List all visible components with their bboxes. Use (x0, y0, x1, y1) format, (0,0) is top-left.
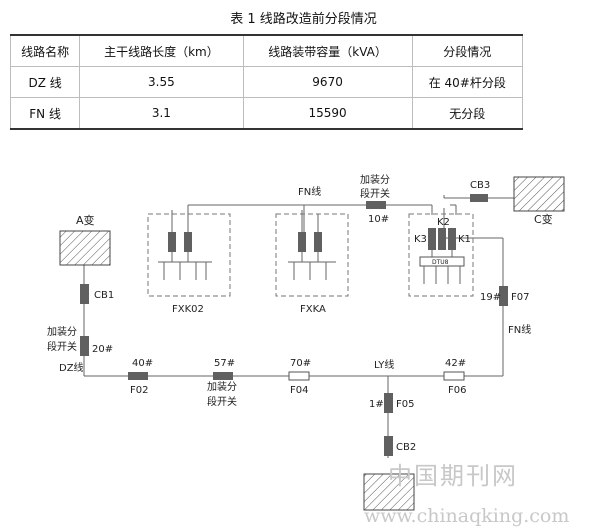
cb1-switch-icon (80, 284, 89, 304)
header-line-name: 线路名称 (9, 34, 81, 67)
p20-label: 20# (92, 344, 113, 355)
header-trunk-length: 主干线路长度（km） (79, 34, 244, 67)
f04-label: F04 (290, 385, 308, 396)
fn-line-right-label: FN线 (508, 323, 531, 336)
cb1-label: CB1 (94, 290, 114, 301)
dtu8-box (408, 213, 474, 297)
fxka-label: FXKA (300, 304, 326, 315)
c-substation-label: C变 (534, 212, 553, 226)
k3-label: K3 (414, 234, 427, 245)
f02-label: F02 (130, 385, 148, 396)
f06-label: F06 (448, 385, 466, 396)
p70-label: 70# (290, 358, 311, 369)
cell-capacity: 9670 (242, 66, 413, 98)
cell-segmentation: 无分段 (411, 97, 524, 130)
p20-switch-icon (80, 336, 89, 356)
table-header-row: 线路名称 主干线路长度（km） 线路装带容量（kVA） 分段情况 (9, 34, 524, 67)
watermark-cn: 中国期刊网 (388, 462, 518, 490)
cb3-label: CB3 (470, 180, 490, 191)
header-capacity: 线路装带容量（kVA） (242, 34, 413, 67)
table-row: DZ 线 3.55 9670 在 40#杆分段 (9, 66, 524, 98)
p57-label: 57# (214, 358, 235, 369)
sec-switch-mid-line2: 段开关 (207, 395, 237, 408)
cell-line-name: DZ 线 (9, 66, 81, 98)
c-substation-icon (513, 176, 565, 212)
a-substation-label: A变 (76, 213, 95, 227)
bottom-substation-icon (363, 473, 415, 511)
sec-switch-left-line1: 加装分 (47, 325, 77, 338)
f06-open-switch-icon (443, 371, 465, 381)
sec-switch-left-line2: 段开关 (47, 340, 77, 353)
p42-label: 42# (445, 358, 466, 369)
p10-switch-icon (366, 201, 386, 209)
sec-switch-mid-line1: 加装分 (207, 380, 237, 393)
a-substation-icon (59, 230, 111, 266)
cell-line-name: FN 线 (9, 97, 81, 130)
cb3-switch-icon (470, 194, 488, 202)
fxk02-box (147, 210, 231, 297)
dz-line-label: DZ线 (59, 361, 84, 374)
cell-trunk-length: 3.55 (79, 66, 244, 98)
f04-open-switch-icon (288, 371, 310, 381)
sec-switch-top-line2: 段开关 (360, 187, 390, 200)
header-segmentation: 分段情况 (411, 34, 524, 67)
sec-switch-top-line1: 加装分 (360, 173, 390, 186)
cb2-switch-icon (384, 436, 393, 456)
p40-label: 40# (132, 358, 153, 369)
p57-switch-icon (213, 372, 233, 380)
cb2-label: CB2 (396, 442, 416, 453)
k2-label: K2 (437, 217, 450, 228)
f07-switch-icon (499, 286, 508, 306)
f02-switch-icon (128, 372, 148, 380)
watermark-url: www.chinaqking.com (364, 505, 570, 527)
dtu8-label: DTU8 (432, 259, 449, 266)
table-row: FN 线 3.1 15590 无分段 (9, 97, 524, 130)
fxk02-label: FXK02 (172, 304, 204, 315)
cell-capacity: 15590 (242, 97, 413, 130)
f05-switch-icon (384, 393, 393, 413)
cell-trunk-length: 3.1 (79, 97, 244, 130)
p19-label: 19# (480, 292, 501, 303)
p1-label: 1# (369, 399, 384, 410)
f05-label: F05 (396, 399, 414, 410)
table-caption: 表 1 线路改造前分段情况 (230, 12, 377, 27)
f07-label: F07 (511, 292, 529, 303)
p10-label: 10# (368, 214, 389, 225)
cell-segmentation: 在 40#杆分段 (411, 66, 524, 98)
fn-line-top-label: FN线 (298, 185, 321, 198)
ly-line-label: LY线 (374, 358, 394, 371)
segment-table: 线路名称 主干线路长度（km） 线路装带容量（kVA） 分段情况 DZ 线 3.… (9, 34, 524, 130)
fxka-box (275, 210, 349, 297)
k1-label: K1 (458, 234, 471, 245)
